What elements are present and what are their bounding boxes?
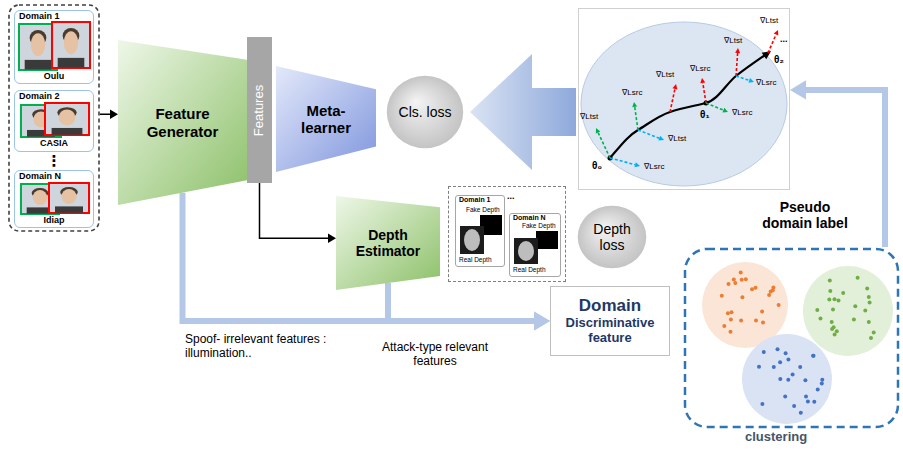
node-text: Idiap bbox=[15, 215, 93, 225]
node-text: Domain bbox=[579, 296, 641, 316]
node-text: ∇Lsrc bbox=[690, 64, 710, 73]
flow-arrow bbox=[470, 54, 576, 170]
node-text: Pseudo domain label bbox=[759, 199, 851, 231]
node-text: Meta- learner bbox=[287, 102, 365, 137]
node-text: Depth Estimator bbox=[343, 227, 433, 259]
node-text: CASIA bbox=[15, 138, 93, 148]
connector-line bbox=[100, 114, 112, 116]
meta-learner: Meta- learner bbox=[276, 66, 376, 172]
node-text: ∇Lsrc bbox=[622, 88, 642, 97]
node-text: ∇Ltst bbox=[668, 134, 686, 143]
node-text: clustering bbox=[745, 430, 807, 445]
feature-box: DomainDiscriminative feature bbox=[550, 286, 670, 356]
meta-trajectory-panel: θ₀ ∇Ltst ∇Lsrc ∇Lsrc ∇Ltst ∇Ltst ∇Lsrc θ₁ ∇Lsrc ∇… bbox=[578, 8, 790, 190]
node-text: Domain 1 bbox=[459, 196, 491, 204]
loss-circle: Cls. loss bbox=[386, 75, 464, 149]
arrow-shape bbox=[470, 54, 576, 170]
node-text: ∇Lsrc bbox=[756, 78, 776, 87]
node-text: Domain 2 bbox=[19, 91, 60, 101]
node-text: Features bbox=[252, 84, 267, 135]
connector-line bbox=[183, 193, 538, 321]
annotation: Attack-type relevant features bbox=[370, 340, 500, 369]
depth-map-panel: ...Domain 1Fake DepthReal DepthDomain NF… bbox=[448, 186, 566, 282]
connector-line bbox=[388, 283, 537, 321]
dataset-group: ⋮ Domain 1 OuluDomain 2 CASIA Domain N Idiap bbox=[8, 4, 100, 232]
node-text: Real Depth bbox=[513, 266, 546, 273]
node-text: ∇Ltst bbox=[760, 16, 778, 25]
domain-box: Domain 2 CASIA bbox=[14, 90, 94, 152]
connector bbox=[260, 183, 337, 243]
clustering-region-outline bbox=[683, 247, 900, 448]
node-text: θ₀ bbox=[592, 160, 602, 172]
node-text: Discriminative feature bbox=[556, 316, 664, 346]
arrow-head bbox=[534, 311, 550, 330]
connector bbox=[388, 283, 550, 331]
node-text: Fake Depth bbox=[466, 206, 500, 213]
annotation: Spoof- irrelevant features : illuminatio… bbox=[185, 332, 335, 361]
feature-generator: Feature Generator bbox=[118, 40, 247, 205]
node-text: θ₁ bbox=[700, 109, 710, 121]
arrow-head bbox=[534, 311, 550, 330]
meta-trajectory-panel-outline bbox=[578, 8, 790, 190]
node-text: ∇Lsrc bbox=[644, 162, 664, 171]
depth-map-box: Domain NFake DepthReal Depth bbox=[509, 213, 561, 277]
node-text: Fake Depth bbox=[522, 222, 556, 229]
clustering-region: Pseudo domain labelclustering bbox=[683, 247, 900, 448]
domain-box: Domain N Idiap bbox=[14, 170, 94, 228]
depth-estimator: Depth Estimator bbox=[336, 196, 440, 290]
loss-circle: Depth loss bbox=[577, 205, 647, 269]
arrow-head bbox=[110, 109, 118, 119]
node-text: Domain N bbox=[513, 214, 546, 222]
connector bbox=[183, 193, 551, 331]
domain-box: Domain 1 Oulu bbox=[14, 10, 94, 84]
node-text: Feature Generator bbox=[133, 105, 233, 140]
arrow-head bbox=[328, 234, 336, 244]
node-text: Cls. loss bbox=[392, 104, 458, 120]
node-text: Oulu bbox=[15, 71, 93, 81]
connector-line bbox=[260, 183, 330, 238]
node-text: Domain N bbox=[19, 171, 61, 181]
node-text: Real Depth bbox=[459, 256, 492, 263]
node-text: ... bbox=[507, 191, 515, 201]
node-text: ∇Lsrc bbox=[732, 108, 752, 117]
node-text: ∇Ltst bbox=[656, 70, 674, 79]
features-bar: Features bbox=[247, 37, 272, 183]
node-text: Domain 1 bbox=[19, 11, 60, 21]
connector bbox=[100, 109, 118, 119]
node-text: θ₂ bbox=[774, 54, 784, 66]
depth-map-box: Domain 1 Fake DepthReal Depth bbox=[455, 195, 505, 267]
arrow-head bbox=[790, 80, 806, 99]
node-text: ∇Ltst bbox=[724, 36, 742, 45]
node-text: Depth loss bbox=[583, 221, 641, 253]
node-text: ∇Ltst bbox=[580, 112, 598, 121]
node-text: ⋮ bbox=[8, 152, 100, 169]
node-text: ... bbox=[780, 34, 788, 44]
